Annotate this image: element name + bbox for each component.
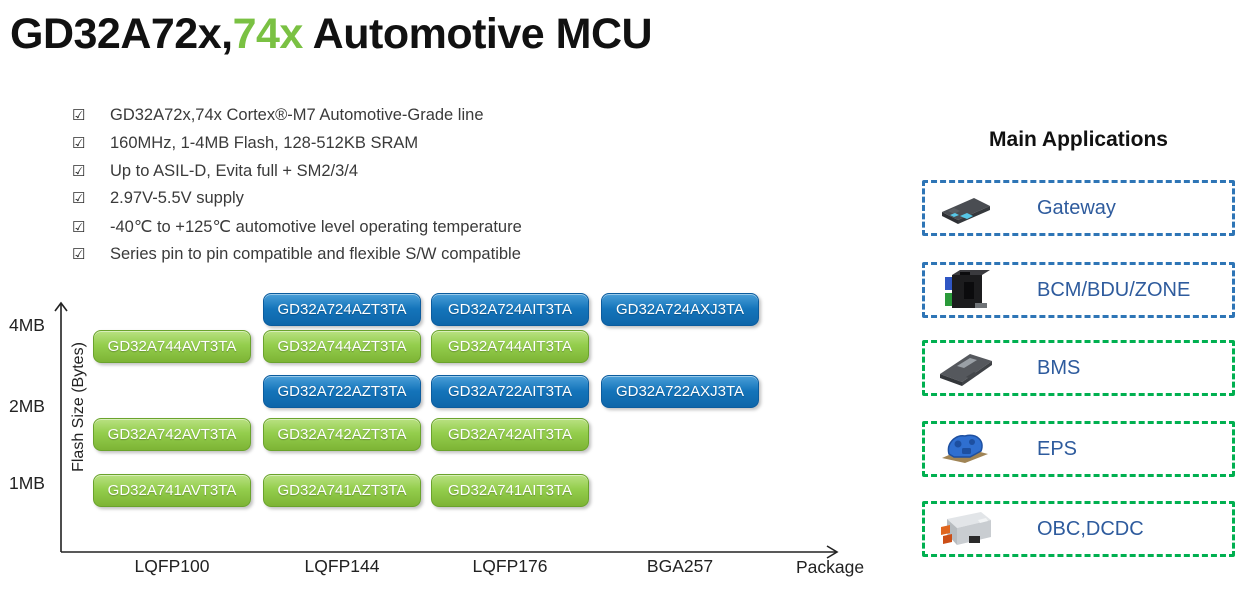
y-axis-tick-label: 2MB xyxy=(9,396,45,416)
product-chip: GD32A724AZT3TA xyxy=(263,293,421,326)
y-axis-tick-label: 1MB xyxy=(9,473,45,493)
product-chip: GD32A744AIT3TA xyxy=(431,330,589,363)
checkbox-checked-icon: ☑ xyxy=(72,190,86,208)
application-box-gateway: Gateway xyxy=(922,180,1235,236)
product-chip: GD32A742AIT3TA xyxy=(431,418,589,451)
product-chip: GD32A742AVT3TA xyxy=(93,418,251,451)
title-text-1: GD32A72x, xyxy=(10,10,233,58)
checkbox-checked-icon: ☑ xyxy=(72,219,86,237)
feature-item: ☑ -40℃ to +125℃ automotive level operatin… xyxy=(72,217,522,245)
product-chip: GD32A741AVT3TA xyxy=(93,474,251,507)
application-label: OBC,DCDC xyxy=(1037,517,1144,540)
product-chip: GD32A741AIT3TA xyxy=(431,474,589,507)
obc-device-image xyxy=(934,506,996,552)
x-axis-arrow-icon xyxy=(826,545,839,559)
y-axis-arrow-icon xyxy=(54,301,68,312)
application-label: EPS xyxy=(1037,437,1078,460)
page-title: GD32A72x,74x Automotive MCU xyxy=(10,10,653,59)
product-chip: GD32A744AZT3TA xyxy=(263,330,421,363)
title-accent-text: 74x xyxy=(232,10,304,58)
y-axis-tick-label: 4MB xyxy=(9,315,45,335)
application-box-bcm-bdu-zone: BCM/BDU/ZONE xyxy=(922,262,1235,318)
bms-device-image xyxy=(934,345,996,391)
product-chip: GD32A722AXJ3TA xyxy=(601,375,759,408)
feature-text: Up to ASIL-D, Evita full + SM2/3/4 xyxy=(110,161,359,180)
checkbox-checked-icon: ☑ xyxy=(72,134,86,152)
product-chip: GD32A724AXJ3TA xyxy=(601,293,759,326)
bcm-device-image xyxy=(934,267,996,313)
x-axis-tick-label: LQFP100 xyxy=(134,556,210,576)
feature-item: ☑ GD32A72x,74x Cortex®-M7 Automotive-Grad… xyxy=(72,106,522,134)
feature-item: ☑ 2.97V-5.5V supply xyxy=(72,189,522,217)
feature-text: -40℃ to +125℃ automotive level operating… xyxy=(110,218,522,237)
product-chip: GD32A724AIT3TA xyxy=(431,293,589,326)
main-applications-heading: Main Applications xyxy=(989,128,1168,151)
application-label: BCM/BDU/ZONE xyxy=(1037,278,1191,301)
product-chip: GD32A741AZT3TA xyxy=(263,474,421,507)
feature-item: ☑ Series pin to pin compatible and flexib… xyxy=(72,245,522,273)
eps-device-image xyxy=(934,426,996,472)
checkbox-checked-icon: ☑ xyxy=(72,107,86,124)
feature-text: 160MHz, 1-4MB Flash, 128-512KB SRAM xyxy=(110,133,419,152)
feature-item: ☑ 160MHz, 1-4MB Flash, 128-512KB SRAM xyxy=(72,134,522,162)
checkbox-checked-icon: ☑ xyxy=(72,245,86,263)
feature-text: GD32A72x,74x Cortex®-M7 Automotive-Grade… xyxy=(110,106,484,124)
x-axis-tick-label: BGA257 xyxy=(646,556,714,576)
application-box-bms: BMS xyxy=(922,340,1235,396)
product-chip: GD32A722AIT3TA xyxy=(431,375,589,408)
feature-text: Series pin to pin compatible and flexibl… xyxy=(110,244,521,263)
x-axis-title: Package xyxy=(796,557,865,577)
application-label: Gateway xyxy=(1037,196,1116,219)
x-axis-tick-label: LQFP144 xyxy=(304,556,380,576)
product-chip: GD32A744AVT3TA xyxy=(93,330,251,363)
application-box-obc-dcdc: OBC,DCDC xyxy=(922,501,1235,557)
application-label: BMS xyxy=(1037,356,1081,379)
chart-axes xyxy=(54,301,839,559)
product-chip: GD32A722AZT3TA xyxy=(263,375,421,408)
product-chip: GD32A742AZT3TA xyxy=(263,418,421,451)
title-text-2: Automotive MCU xyxy=(302,10,653,58)
y-axis-title: Flash Size (Bytes) xyxy=(70,342,87,472)
gateway-device-image xyxy=(934,185,996,231)
x-axis-tick-label: LQFP176 xyxy=(472,556,548,576)
application-box-eps: EPS xyxy=(922,421,1235,477)
feature-text: 2.97V-5.5V supply xyxy=(110,189,244,208)
feature-list: ☑ GD32A72x,74x Cortex®-M7 Automotive-Grad… xyxy=(72,106,522,273)
checkbox-checked-icon: ☑ xyxy=(72,162,86,180)
feature-item: ☑ Up to ASIL-D, Evita full + SM2/3/4 xyxy=(72,162,522,190)
